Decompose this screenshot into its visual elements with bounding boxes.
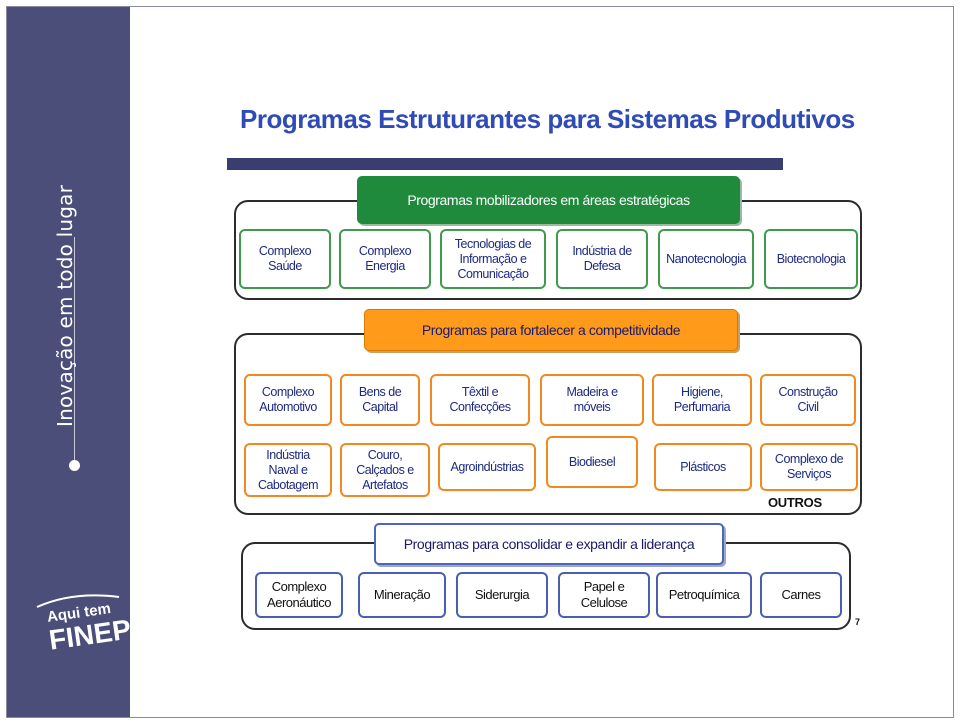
box-nanotecnologia: Nanotecnologia: [658, 229, 754, 289]
box-biotecnologia: Biotecnologia: [764, 229, 858, 289]
box-petroquimica: Petroquímica: [656, 572, 752, 618]
box-agroindustrias: Agroindústrias: [438, 443, 536, 491]
logo-swoosh-icon: [36, 594, 120, 608]
label-outros: OUTROS: [768, 495, 822, 510]
banner-competitividade: Programas para fortalecer a competitivid…: [364, 309, 738, 351]
box-siderurgia: Siderurgia: [456, 572, 548, 618]
sidebar-tagline: Inovação em todo lugar: [53, 184, 77, 427]
page-number: 7: [855, 617, 861, 627]
sidebar: Inovação em todo lugar Aqui tem FINEP: [7, 7, 133, 717]
page-title: Programas Estruturantes para Sistemas Pr…: [240, 104, 855, 134]
box-biodiesel: Biodiesel: [546, 436, 638, 488]
sidebar-dot: [69, 460, 80, 471]
banner-lideranca: Programas para consolidar e expandir a l…: [374, 523, 724, 565]
title-rule: [227, 158, 783, 170]
box-carnes: Carnes: [760, 572, 842, 618]
slide-frame: [6, 6, 954, 718]
banner-mobilizadores: Programas mobilizadores em áreas estraté…: [357, 176, 740, 224]
box-higiene-perfumaria: Higiene,Perfumaria: [652, 374, 752, 426]
box-mineracao: Mineração: [358, 572, 446, 618]
box-plasticos: Plásticos: [654, 443, 752, 491]
finep-logo: Aqui tem FINEP: [33, 593, 133, 671]
sidebar-divider: [74, 237, 75, 467]
